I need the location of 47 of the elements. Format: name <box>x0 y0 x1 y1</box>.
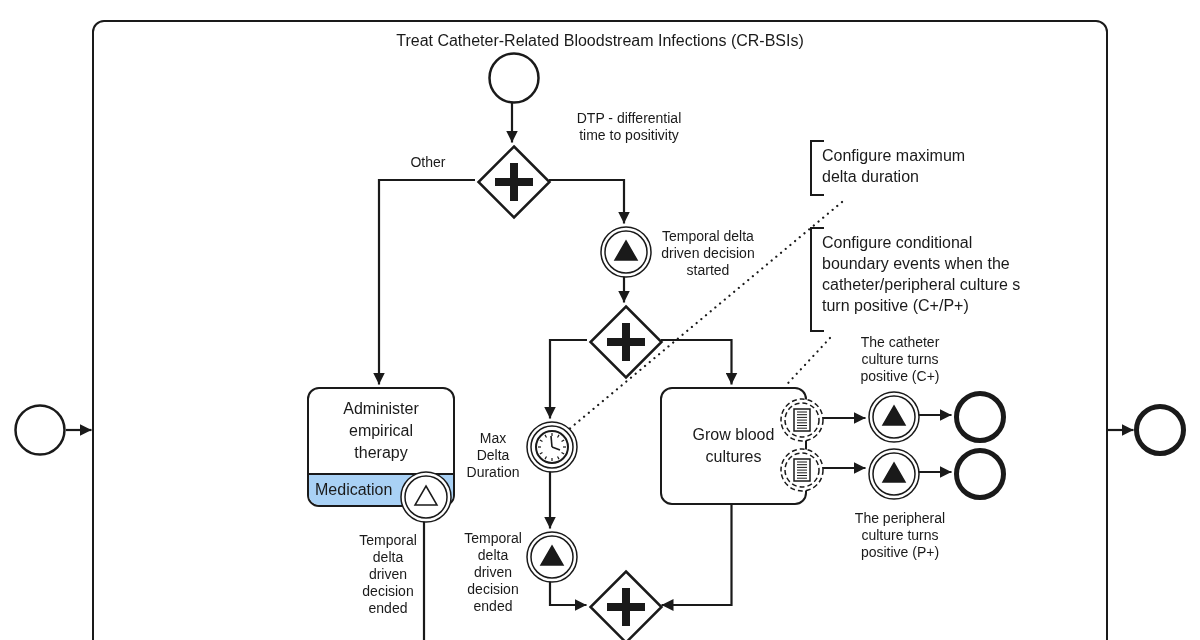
sequence-arrow <box>822 412 866 424</box>
start-event-circle <box>488 52 540 104</box>
text-annotation: Configure maximum delta duration <box>810 140 985 196</box>
sequence-arrow <box>918 466 952 478</box>
sequence-arrow <box>618 276 630 303</box>
sequence-arrow <box>544 471 556 529</box>
event-label: Temporal delta driven decision ended <box>358 532 418 617</box>
subprocess-title: Treat Catheter-Related Bloodstream Infections (CR-BSIs) <box>395 32 805 50</box>
sequence-arrow <box>1108 424 1134 436</box>
task-label: Administer empirical therapy <box>342 399 420 463</box>
parallel-gateway-diamond <box>589 305 663 379</box>
text-annotation: Configure conditional boundary events when the catheter/peripheral culture s turn positive (C+/P+) <box>810 227 1040 332</box>
event-label: The peripheral culture turns positive (P+) <box>853 510 947 561</box>
sequence-arrow <box>661 338 738 385</box>
event-label: Temporal delta driven decision ended <box>463 530 523 615</box>
conditional-event-circle <box>780 448 824 492</box>
conditional-event-circle <box>780 398 824 442</box>
timer-event-circle <box>526 421 578 473</box>
sequence-arrow <box>822 462 866 474</box>
sequence-arrow <box>549 178 630 224</box>
signal-event-circle <box>868 448 920 500</box>
task-label: Grow blood cultures <box>691 425 776 467</box>
sequence-arrow <box>66 424 92 436</box>
event-label: Max Delta Duration <box>465 430 521 481</box>
sequence-arrow <box>373 178 475 385</box>
parallel-gateway-diamond <box>589 570 663 640</box>
sequence-arrow <box>548 581 587 611</box>
sequence-arrow <box>506 102 518 143</box>
sequence-arrow <box>661 503 733 611</box>
association-line <box>785 336 832 387</box>
sequence-arrow <box>544 338 587 419</box>
sequence-arrow <box>918 409 952 421</box>
signal-event-circle <box>400 471 452 523</box>
task-box <box>307 387 455 507</box>
subprocess-box <box>92 20 1108 640</box>
end-event-circle <box>954 391 1006 443</box>
event-label: Temporal delta driven decision started <box>660 228 756 279</box>
association-line <box>568 200 844 430</box>
sequence-line <box>422 521 426 640</box>
event-label: The catheter culture turns positive (C+) <box>859 334 941 385</box>
signal-event-circle <box>600 226 652 278</box>
end-event-circle <box>1134 404 1186 456</box>
signal-event-circle <box>868 391 920 443</box>
start-event-circle <box>14 404 66 456</box>
end-event-circle <box>954 448 1006 500</box>
parallel-gateway-diamond <box>477 145 551 219</box>
signal-event-circle <box>526 531 578 583</box>
